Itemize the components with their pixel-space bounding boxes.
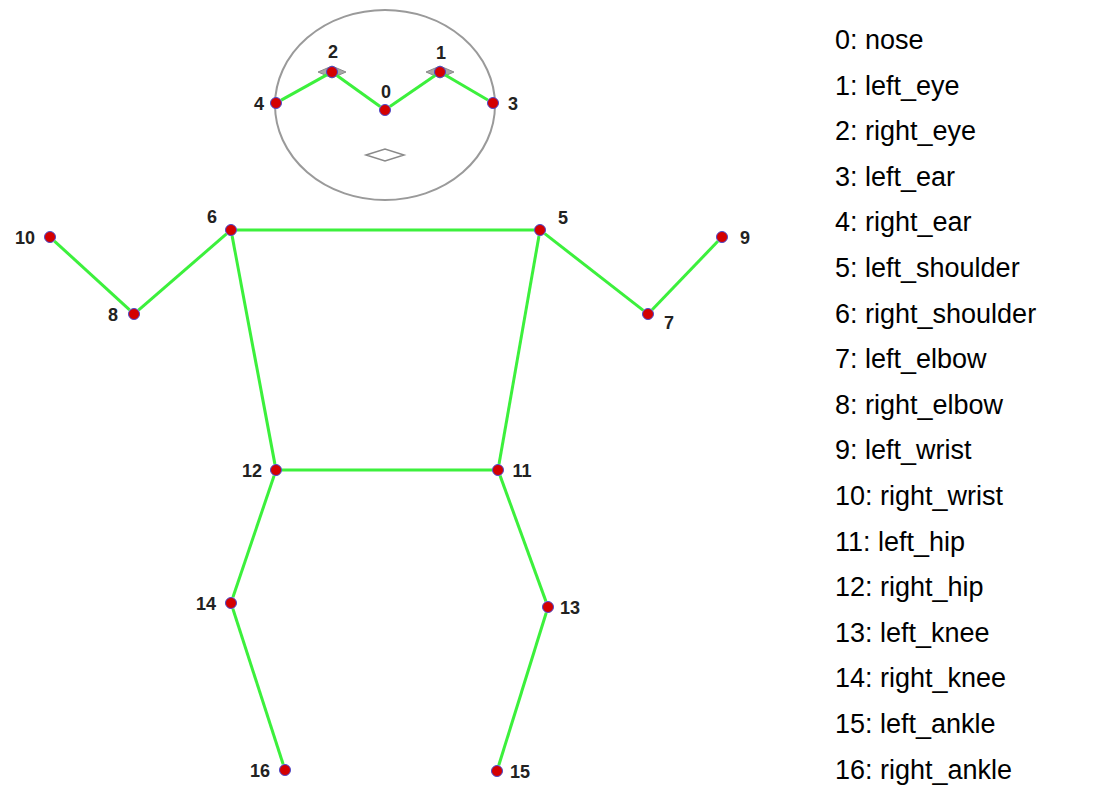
keypoint-name: 6: right_shoulder <box>835 292 1036 338</box>
keypoint-dot: 8 <box>128 308 140 320</box>
keypoint-number: 7 <box>664 314 674 332</box>
keypoint-name: 2: right_eye <box>835 109 1036 155</box>
skeleton-line <box>499 613 546 766</box>
keypoint-name: 10: right_wrist <box>835 474 1036 520</box>
keypoint-dot: 13 <box>542 601 554 613</box>
keypoint-dot: 5 <box>534 224 546 236</box>
keypoint-number: 10 <box>15 229 35 247</box>
skeleton-line <box>337 75 380 106</box>
keypoint-number: 12 <box>242 462 262 480</box>
keypoint-name: 9: left_wrist <box>835 428 1036 474</box>
keypoint-name: 3: left_ear <box>835 155 1036 201</box>
keypoint-number: 14 <box>196 595 216 613</box>
keypoint-number: 16 <box>250 762 270 780</box>
mouth-shape <box>366 149 404 161</box>
keypoint-name: 15: left_ankle <box>835 702 1036 748</box>
keypoint-name: 5: left_shoulder <box>835 246 1036 292</box>
keypoint-name: 4: right_ear <box>835 200 1036 246</box>
skeleton-line <box>237 229 534 232</box>
keypoint-number: 3 <box>508 95 518 113</box>
keypoint-number: 8 <box>108 306 118 324</box>
skeleton-line <box>54 241 129 310</box>
skeleton-line <box>282 469 492 472</box>
keypoint-name: 8: right_elbow <box>835 383 1036 429</box>
keypoint-name: 7: left_elbow <box>835 337 1036 383</box>
keypoint-name: 11: left_hip <box>835 520 1036 566</box>
skeleton-line <box>232 236 275 464</box>
keypoint-name: 1: left_eye <box>835 64 1036 110</box>
keypoint-dot: 0 <box>379 104 391 116</box>
keypoint-dot: 1 <box>434 66 446 78</box>
head-outline <box>275 10 495 200</box>
keypoint-dot: 7 <box>642 308 654 320</box>
keypoint-name: 14: right_knee <box>835 656 1036 702</box>
skeleton-line <box>500 476 546 602</box>
keypoint-number: 0 <box>381 83 391 101</box>
keypoint-dot: 14 <box>225 597 237 609</box>
keypoint-number: 15 <box>510 763 530 781</box>
keypoint-number: 1 <box>436 44 446 62</box>
keypoint-dot: 3 <box>487 97 499 109</box>
keypoint-number: 13 <box>560 599 580 617</box>
skeleton-line <box>233 609 283 765</box>
skeleton-line <box>281 75 327 100</box>
keypoint-dot: 6 <box>225 224 237 236</box>
keypoint-dot: 10 <box>44 231 56 243</box>
skeleton-line <box>499 236 539 464</box>
skeleton-line <box>445 75 488 100</box>
keypoint-key: 0: nose1: left_eye2: right_eye3: left_ea… <box>835 18 1036 793</box>
keypoint-name: 16: right_ankle <box>835 748 1036 794</box>
skeleton-line <box>545 234 644 311</box>
keypoint-name: 0: nose <box>835 18 1036 64</box>
keypoint-dot: 4 <box>270 97 282 109</box>
keypoint-dot: 2 <box>326 66 338 78</box>
keypoint-dot: 9 <box>716 231 728 243</box>
keypoint-name: 12: right_hip <box>835 565 1036 611</box>
keypoint-number: 2 <box>328 43 338 61</box>
keypoint-number: 6 <box>207 208 217 226</box>
keypoint-dot: 15 <box>491 765 503 777</box>
skeleton-line <box>390 75 435 106</box>
keypoint-dot: 12 <box>270 464 282 476</box>
keypoint-number: 11 <box>512 462 531 480</box>
skeleton-line <box>652 241 718 309</box>
keypoint-dot: 11 <box>492 464 504 476</box>
keypoint-number: 4 <box>254 95 264 113</box>
keypoint-number: 5 <box>558 209 568 227</box>
keypoint-number: 9 <box>740 229 750 247</box>
keypoint-name: 13: left_knee <box>835 611 1036 657</box>
keypoint-dot: 16 <box>279 764 291 776</box>
skeleton-line <box>233 476 274 598</box>
skeleton-line <box>139 234 227 310</box>
